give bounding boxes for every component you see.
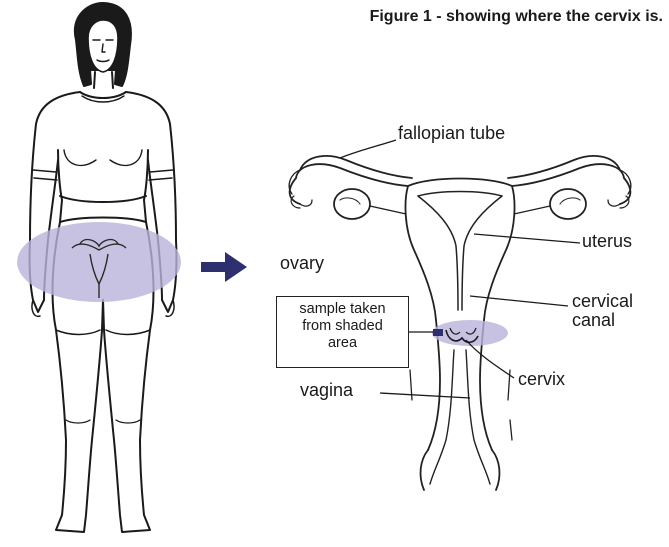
sample-note-line2: from shaded: [277, 318, 408, 335]
sample-marker: [433, 329, 443, 336]
label-canal: canal: [572, 311, 633, 330]
label-cervical: cervical: [572, 292, 633, 311]
label-vagina: vagina: [300, 381, 353, 400]
label-ovary: ovary: [280, 254, 324, 273]
sample-note-line3: area: [277, 335, 408, 352]
label-uterus: uterus: [582, 232, 632, 251]
pointer-arrow: [201, 252, 247, 282]
sample-note-box: sample taken from shaded area: [276, 296, 409, 368]
label-fallopian-tube: fallopian tube: [398, 124, 505, 143]
label-cervix: cervix: [518, 370, 565, 389]
label-cervical-canal: cervical canal: [572, 292, 633, 330]
sample-note-line1: sample taken: [277, 301, 408, 318]
